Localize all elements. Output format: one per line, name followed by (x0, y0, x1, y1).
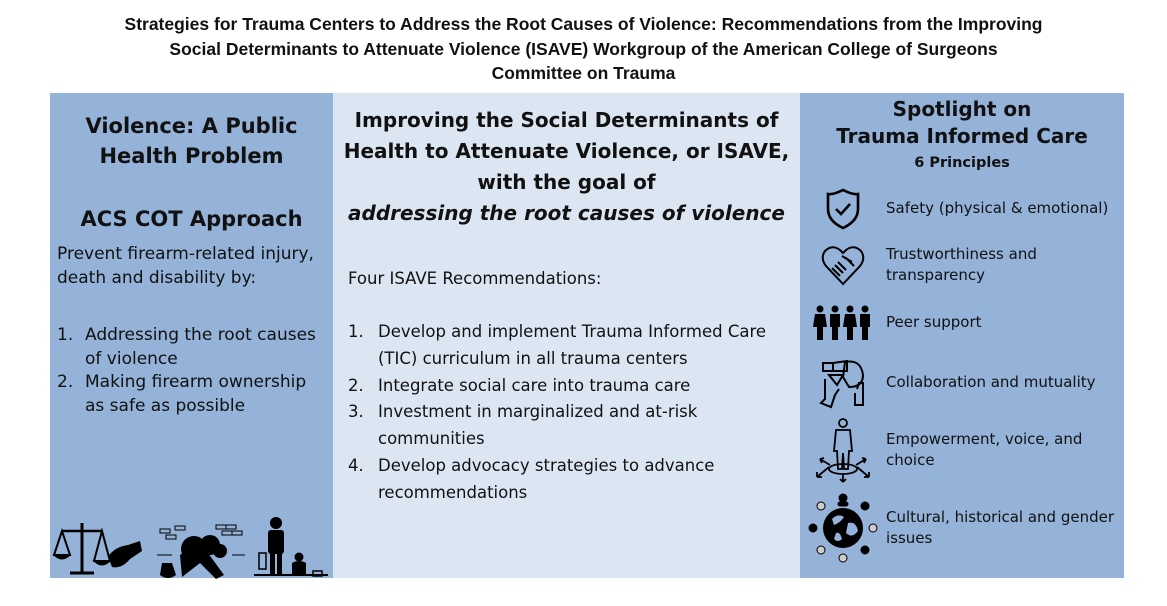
list-number: 4. (348, 455, 364, 475)
heading-line: Health to Attenuate Violence, or ISAVE, (343, 139, 790, 163)
principle-text: Trustworthiness and transparency (886, 244, 1037, 285)
list-item: 1. Develop and implement Trauma Informed… (348, 319, 788, 373)
principle-item: Collaboration and mutuality (800, 355, 1124, 411)
list-item: 1. Addressing the root causes of violenc… (57, 324, 329, 371)
people-group-icon (813, 305, 870, 340)
panel-heading: Improving the Social Determinants of Hea… (333, 105, 800, 229)
justice-scale-bribe-icon (52, 523, 142, 575)
heading-line: Violence: A Public (85, 114, 298, 138)
isave-panel: Improving the Social Determinants of Hea… (333, 93, 800, 578)
principle-item: Cultural, historical and gender issues (800, 491, 1124, 565)
list-number: 2. (57, 372, 74, 392)
list-text: Making firearm ownership as safe as poss… (85, 372, 307, 416)
principle-text: Peer support (886, 313, 982, 332)
figure-title: Strategies for Trauma Centers to Address… (20, 12, 1147, 86)
social-determinants-illustration (52, 517, 328, 579)
list-text: Investment in marginalized and at-risk c… (378, 402, 698, 449)
list-number: 3. (348, 402, 364, 422)
principles-heading: 6 Principles (914, 155, 1010, 171)
principle-text: Empowerment, voice, and choice (886, 429, 1083, 470)
list-item: 4. Develop advocacy strategies to advanc… (348, 453, 788, 507)
heading-line: Improving the Social Determinants of (354, 108, 779, 132)
approach-heading: ACS COT Approach (80, 207, 303, 231)
list-text: Addressing the root causes of violence (85, 325, 316, 369)
globe-people-icon (808, 493, 878, 563)
principle-text: Cultural, historical and gender issues (886, 507, 1115, 548)
title-line-1: Strategies for Trauma Centers to Address… (124, 14, 1043, 34)
list-text: Develop and implement Trauma Informed Ca… (378, 322, 767, 368)
recommendations-list: 1. Develop and implement Trauma Informed… (348, 319, 788, 507)
hands-collaboration-icon (819, 359, 865, 409)
list-item: 3. Investment in marginalized and at-ris… (348, 399, 788, 453)
heading-line: Trauma Informed Care (836, 124, 1088, 148)
heart-handshake-icon (821, 246, 865, 286)
single-parent-child-icon (254, 517, 328, 577)
principle-item: Trustworthiness and transparency (800, 237, 1124, 293)
panel-heading: Spotlight on Trauma Informed Care (800, 96, 1124, 150)
principle-text: Collaboration and mutuality (886, 373, 1096, 392)
public-health-panel: Violence: A Public Health Problem ACS CO… (50, 93, 333, 579)
person-arrows-icon (816, 418, 870, 483)
heading-line: Spotlight on (892, 97, 1032, 121)
panel-heading: Violence: A Public Health Problem (50, 111, 333, 171)
approach-intro: Prevent firearm-related injury, death an… (57, 244, 314, 288)
list-item: 2. Making firearm ownership as safe as p… (57, 371, 329, 418)
homeless-family-icon (157, 524, 245, 579)
list-number: 1. (348, 322, 364, 341)
principle-item: Safety (physical & emotional) (800, 185, 1124, 233)
principle-item: Peer support (800, 301, 1124, 345)
list-text: Integrate social care into trauma care (378, 375, 691, 395)
title-line-3: Committee on Trauma (491, 63, 676, 83)
principle-text: Safety (physical & emotional) (886, 199, 1109, 218)
list-item: 2. Integrate social care into trauma car… (348, 373, 788, 400)
goal-italic-text: addressing the root causes of violence (348, 201, 785, 225)
shield-check-icon (826, 188, 860, 230)
title-line-2: Social Determinants to Attenuate Violenc… (169, 38, 998, 59)
trauma-informed-care-panel: Spotlight on Trauma Informed Care 6 Prin… (800, 93, 1124, 578)
list-number: 2. (348, 375, 364, 395)
heading-line: Health Problem (99, 144, 284, 168)
heading-goal: addressing the root causes of violence (333, 198, 800, 229)
recommendations-heading: Four ISAVE Recommendations: (348, 269, 602, 288)
heading-line: with the goal of (477, 170, 656, 194)
list-number: 1. (57, 325, 74, 345)
list-text: Develop advocacy strategies to advance r… (378, 455, 715, 502)
approach-list: 1. Addressing the root causes of violenc… (57, 324, 329, 418)
principle-item: Empowerment, voice, and choice (800, 415, 1124, 485)
